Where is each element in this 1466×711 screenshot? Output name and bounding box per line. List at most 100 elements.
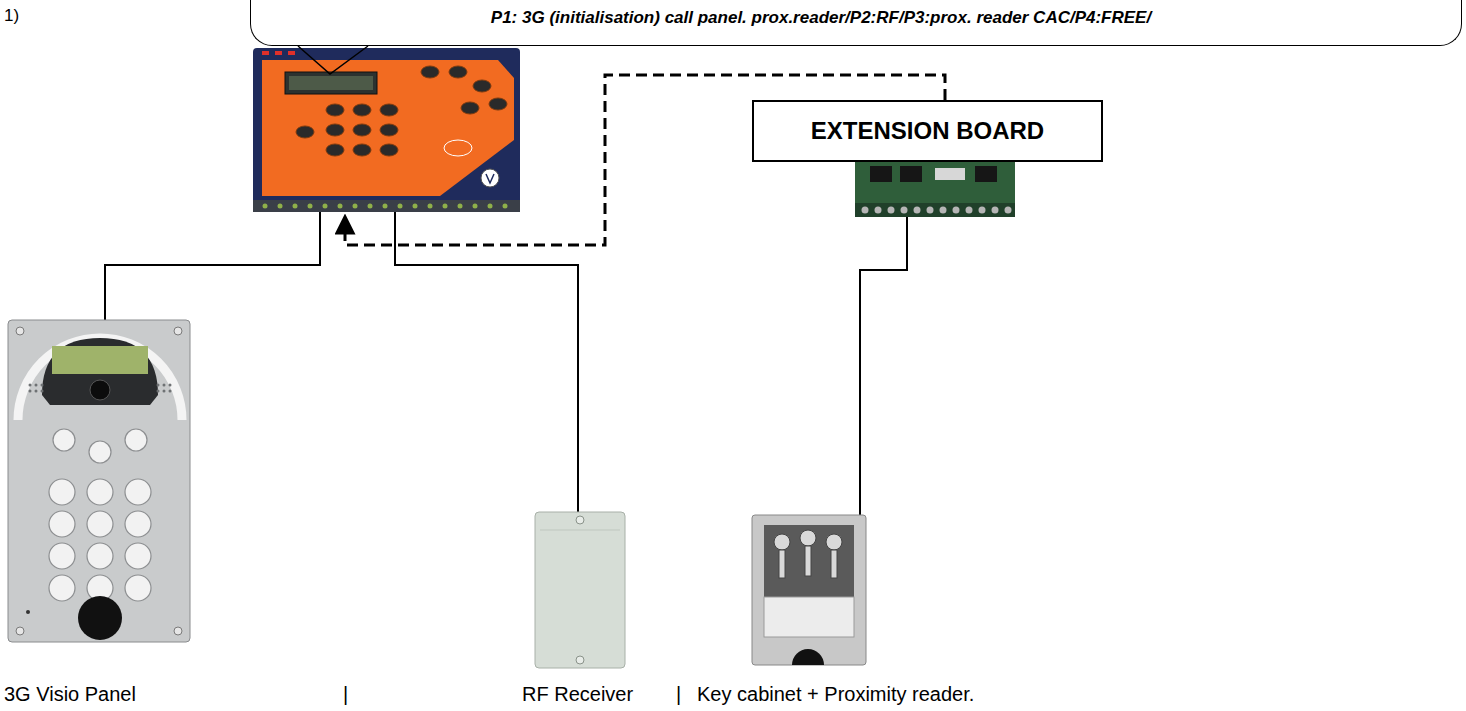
visio-panel [87, 543, 113, 569]
central-unit [461, 102, 479, 114]
visio-panel [49, 511, 75, 537]
visio-panel [49, 479, 75, 505]
extension-board-picture [914, 207, 921, 214]
extension-board-box: EXTENSION BOARD [752, 100, 1103, 162]
key-cabinet [774, 534, 790, 550]
central-unit [275, 51, 282, 55]
extension-board-picture [935, 168, 965, 180]
key-cabinet [752, 515, 866, 665]
visio-panel [163, 390, 166, 393]
visio-panel [49, 429, 151, 601]
central-unit [444, 140, 472, 156]
extension-board-picture [927, 207, 934, 214]
central-unit [473, 204, 478, 209]
visio-panel [125, 575, 151, 601]
visio-panel [49, 543, 75, 569]
visio-panel [78, 596, 122, 640]
central-unit [398, 204, 403, 209]
central-unit [326, 124, 344, 136]
central-unit [253, 200, 520, 212]
visio-panel [157, 384, 160, 387]
visio-panel [157, 390, 160, 393]
callout-pointer [298, 46, 368, 74]
central-unit [253, 48, 520, 212]
central-unit [449, 66, 467, 78]
visio-panel [16, 627, 24, 635]
visio-panel [89, 441, 111, 463]
central-unit [338, 204, 343, 209]
visio-panel [174, 327, 182, 335]
extension-board-picture [855, 160, 1015, 217]
central-unit [253, 48, 520, 206]
central-unit [262, 51, 269, 55]
visio-panel [125, 511, 151, 537]
wire [860, 217, 907, 515]
central-unit [263, 204, 268, 209]
visio-panel [16, 327, 24, 335]
visio-panel [49, 575, 75, 601]
visio-panel [125, 543, 151, 569]
central-unit [353, 204, 358, 209]
box-label: EXTENSION BOARD [811, 117, 1044, 145]
visio-panel [29, 384, 172, 393]
callout-bubble: P1: 3G (initialisation) call panel. prox… [250, 0, 1462, 46]
key-cabinet [831, 550, 837, 578]
visio-panel [41, 390, 44, 393]
central-unit [489, 98, 507, 110]
wire [105, 212, 907, 515]
extension-board-picture [875, 207, 882, 214]
central-unit [486, 174, 494, 183]
extension-board-picture [975, 166, 997, 182]
figure-number: 1) [4, 6, 19, 26]
visio-panel [90, 380, 110, 400]
extension-board-picture [855, 160, 1015, 217]
central-unit [458, 204, 463, 209]
visio-panel [29, 390, 32, 393]
central-unit [288, 51, 295, 55]
extension-board-picture [966, 207, 973, 214]
central-unit [380, 124, 398, 136]
key-cabinet [800, 530, 816, 546]
central-unit [481, 169, 499, 187]
visio-panel [8, 320, 190, 642]
part-name: 3G Visio Panel [4, 682, 136, 706]
separator: | [343, 682, 348, 706]
key-cabinet [792, 649, 824, 665]
central-unit [326, 104, 344, 116]
part-name: RF Receiver [522, 682, 633, 706]
visio-panel [163, 384, 166, 387]
visio-panel [87, 511, 113, 537]
extension-board-picture [900, 166, 922, 182]
central-unit [383, 204, 388, 209]
key-cabinet [826, 534, 842, 550]
visio-panel [29, 384, 32, 387]
wire [105, 212, 320, 320]
visio-panel [35, 390, 38, 393]
central-unit [428, 204, 433, 209]
key-cabinet [764, 597, 854, 637]
central-unit [262, 60, 514, 196]
central-unit [353, 144, 371, 156]
central-unit [289, 76, 373, 90]
rf-receiver [540, 530, 620, 531]
visio-panel [8, 320, 190, 642]
key-cabinet [779, 550, 785, 578]
part-name: Key cabinet + Proximity reader. [697, 682, 974, 706]
visio-panel [174, 627, 182, 635]
extension-board-picture [870, 166, 892, 182]
central-unit [296, 66, 507, 156]
key-cabinet [764, 525, 854, 597]
extension-board-picture [953, 207, 960, 214]
central-unit [308, 204, 313, 209]
visio-panel [169, 384, 172, 387]
visio-panel [125, 429, 147, 451]
visio-panel [169, 390, 172, 393]
central-unit [278, 204, 283, 209]
separator: | [676, 682, 681, 706]
rf-receiver [576, 516, 584, 524]
visio-panel [125, 479, 151, 505]
visio-panel [16, 327, 182, 635]
extension-board-picture [855, 203, 1015, 217]
central-unit [503, 204, 508, 209]
